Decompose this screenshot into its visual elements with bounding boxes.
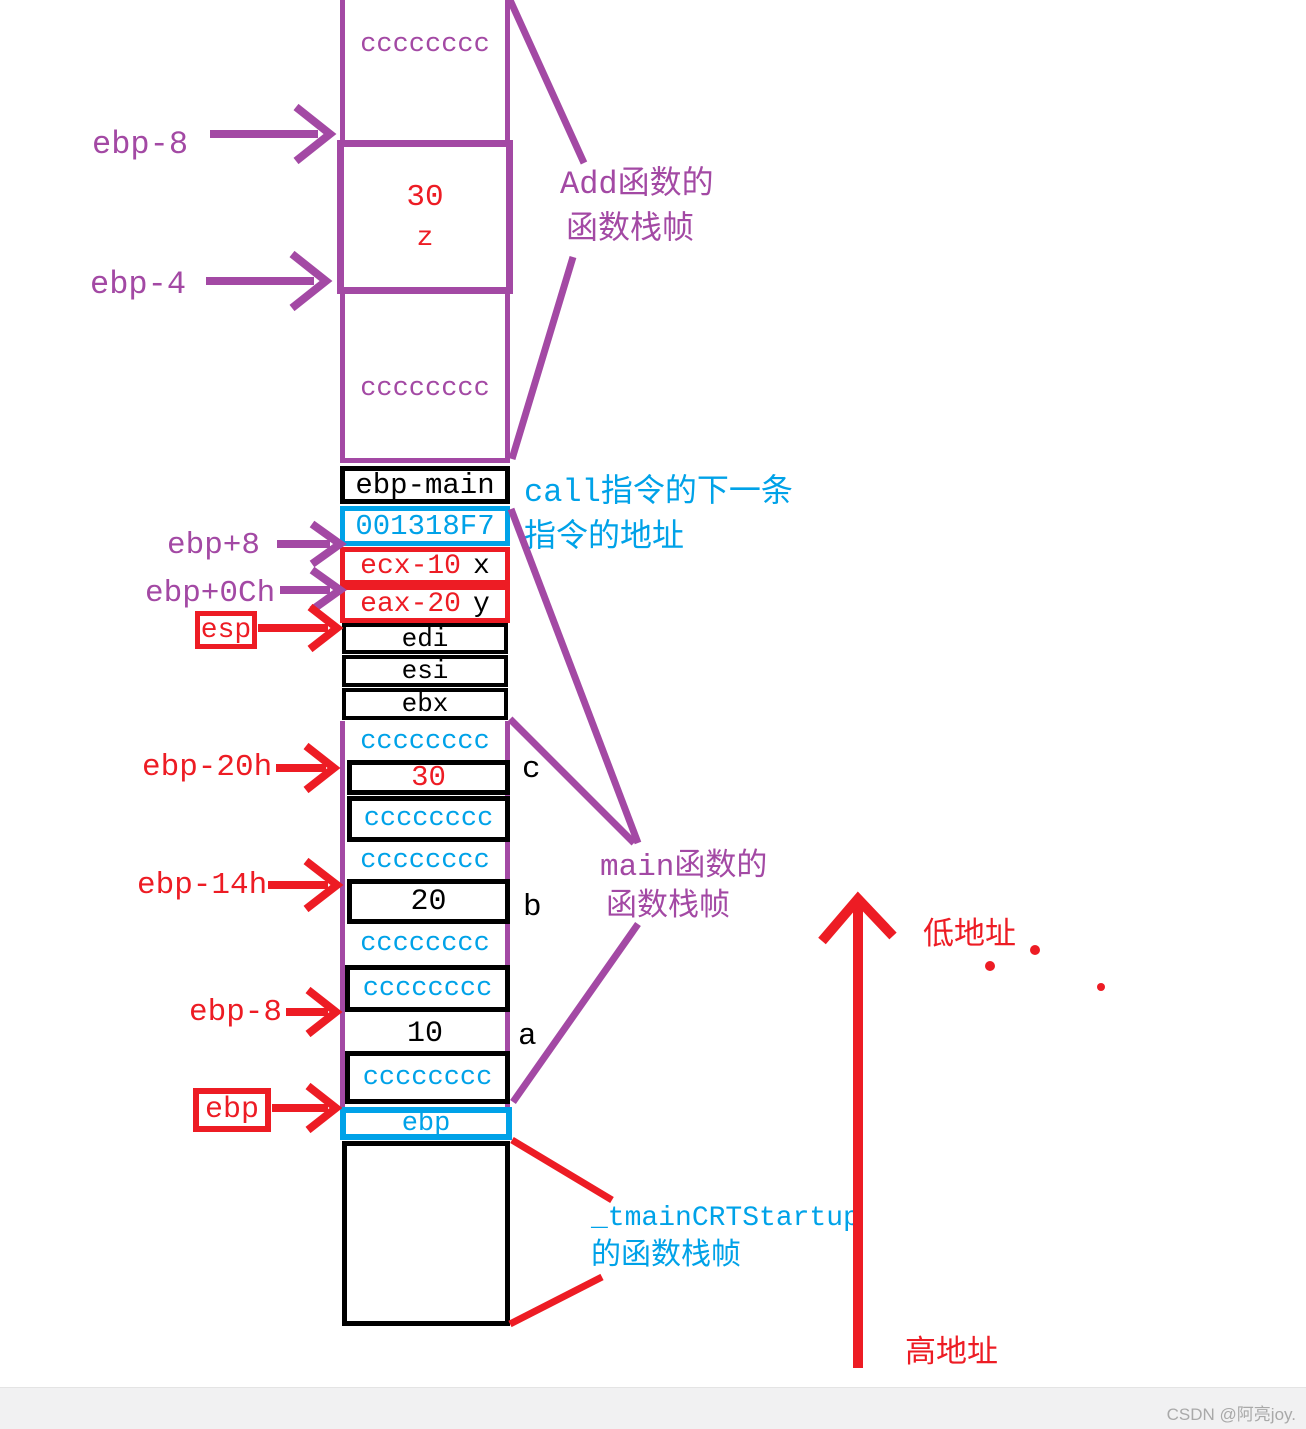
- cell-var-c: 30: [347, 760, 510, 795]
- edi-label: edi: [401, 623, 449, 654]
- cell-cccccccc-5: cccccccc: [360, 846, 490, 876]
- param-x-name: x: [473, 550, 490, 582]
- cell-var-b: 20: [347, 879, 510, 924]
- cell-return-address: 001318F7: [340, 506, 510, 546]
- annotation-add-frame: Add函数的 函数栈帧: [560, 162, 714, 252]
- red-dot-1: [985, 961, 995, 971]
- main-frame-line2: 函数栈帧: [606, 890, 730, 925]
- pointer-main-ebp-8: ebp-8: [189, 995, 283, 1030]
- var-c-value: 30: [411, 761, 446, 794]
- cell-var-a: 10: [406, 1017, 443, 1051]
- cell-esi: esi: [342, 655, 508, 687]
- main-ebp-8-arrow-head: [305, 986, 343, 1038]
- add-frame-line1: Add函数的: [560, 166, 714, 203]
- annotation-low-address: 低地址: [923, 919, 1016, 954]
- var-b-name: b: [523, 890, 542, 925]
- csdn-watermark: CSDN @阿亮joy.: [1166, 1405, 1296, 1424]
- cell-ebp-main: ebp-main: [340, 466, 510, 504]
- ebp-plus-8-arrow-head: [309, 520, 347, 568]
- var-c-name: c: [522, 752, 541, 787]
- add-bracket-bottom-line: [508, 255, 577, 461]
- crt-frame-box: [342, 1141, 510, 1326]
- esi-label: esi: [401, 656, 449, 686]
- add-frame-line2: 函数栈帧: [566, 211, 695, 248]
- annotation-call-next-instruction: call指令的下一条 指令的地址: [524, 470, 793, 560]
- main-bracket-bottom-line: [510, 921, 641, 1105]
- cell-param-y: eax-20 y: [340, 585, 510, 623]
- add-bracket-top-line: [506, 0, 588, 165]
- cell-edi: edi: [342, 623, 508, 654]
- cell-ebx: ebx: [342, 688, 508, 720]
- ebp-label: ebp: [204, 1093, 259, 1127]
- param-x-value: ecx-10: [360, 550, 461, 582]
- pointer-ebp-plus-8: ebp+8: [167, 528, 261, 563]
- cell-cccccccc-8: cccccccc: [345, 1051, 510, 1104]
- cell-cccccccc-3: cccccccc: [360, 727, 490, 757]
- cell-param-x: ecx-10 x: [340, 547, 510, 585]
- address-arrow-head: [818, 891, 897, 945]
- crt-bracket-bottom-line: [508, 1273, 604, 1328]
- cccccccc-7-text: cccccccc: [362, 973, 493, 1004]
- cell-saved-ebp: ebp: [340, 1107, 512, 1140]
- annotation-high-address: 高地址: [905, 1337, 998, 1372]
- crt-bracket-top-line: [510, 1136, 614, 1204]
- var-a-name: a: [518, 1019, 537, 1054]
- crt-line2: 的函数栈帧: [591, 1240, 741, 1274]
- footer-bar: CSDN @阿亮joy.: [0, 1387, 1306, 1429]
- ebp-14h-arrow-head: [303, 857, 344, 913]
- esp-label: esp: [200, 614, 252, 646]
- main-frame-line1: main函数的: [600, 850, 768, 885]
- var-b-value: 20: [410, 884, 447, 919]
- call-line1: call指令的下一条: [524, 474, 793, 511]
- pointer-add-ebp-8: ebp-8: [92, 126, 189, 163]
- cell-cccccccc-7: cccccccc: [345, 965, 510, 1012]
- cell-cccccccc-4: cccccccc: [347, 796, 510, 842]
- address-direction-arrow: [818, 891, 897, 1368]
- pointer-esp-box: esp: [195, 611, 257, 649]
- cell-cccccccc-6: cccccccc: [360, 929, 490, 959]
- return-address-value: 001318F7: [355, 509, 495, 543]
- pointer-ebp-box: ebp: [193, 1088, 271, 1132]
- ebx-label: ebx: [401, 689, 449, 719]
- esp-arrow-head: [307, 603, 344, 653]
- cell-z: 30 z: [337, 140, 513, 294]
- red-pointer-arrows: [258, 603, 344, 1134]
- pointer-add-ebp-4: ebp-4: [90, 266, 187, 303]
- saved-ebp-label: ebp: [401, 1108, 451, 1139]
- ebp-20h-arrow-head: [303, 742, 341, 794]
- cccccccc-4-text: cccccccc: [363, 804, 494, 834]
- annotation-crt-frame: _tmainCRTStartup 的函数栈帧: [591, 1200, 860, 1276]
- cell-cccccccc-2: cccccccc: [360, 374, 490, 404]
- ebp-main-label: ebp-main: [355, 468, 495, 502]
- z-value: 30: [406, 180, 444, 215]
- annotation-main-frame: main函数的 函数栈帧: [600, 848, 767, 928]
- add-frame-lower-container: [340, 294, 510, 463]
- add-ebp-4-arrow-head: [289, 250, 333, 312]
- cccccccc-8-text: cccccccc: [362, 1062, 493, 1093]
- add-ebp-8-arrow-head: [293, 103, 337, 165]
- ebp-plus-0ch-arrow-head: [309, 566, 347, 614]
- ebp-arrow-head: [305, 1082, 343, 1134]
- cell-cccccccc-1: cccccccc: [360, 30, 490, 60]
- red-dot-2: [1030, 945, 1040, 955]
- pointer-ebp-plus-0ch: ebp+0Ch: [145, 576, 276, 611]
- add-frame-upper-container: [340, 0, 510, 140]
- z-name: z: [416, 223, 434, 254]
- red-dot-3: [1097, 983, 1105, 991]
- param-y-value: eax-20: [360, 588, 461, 620]
- call-line2: 指令的地址: [524, 519, 685, 556]
- param-y-name: y: [473, 588, 490, 620]
- crt-line1: _tmainCRTStartup: [591, 1203, 860, 1234]
- pointer-ebp-20h: ebp-20h: [142, 750, 273, 785]
- pointer-ebp-14h: ebp-14h: [137, 868, 268, 903]
